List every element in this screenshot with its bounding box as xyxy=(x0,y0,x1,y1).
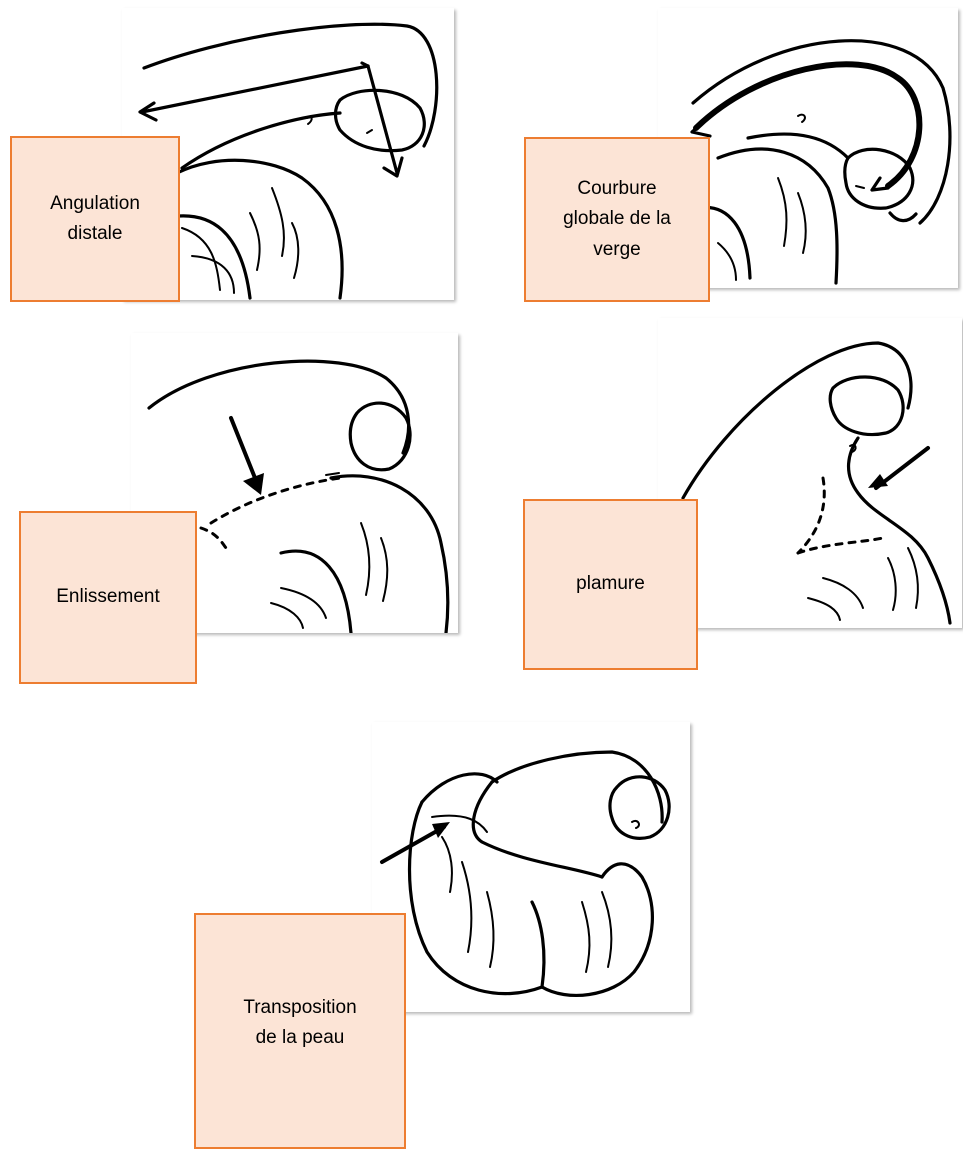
label-enlissement: Enlissement xyxy=(19,511,197,684)
label-plamure: plamure xyxy=(523,499,698,670)
label-plamure-text: plamure xyxy=(576,569,645,599)
label-transposition: Transposition de la peau xyxy=(194,913,406,1149)
plamure-drawing xyxy=(658,318,962,628)
label-angulation-distale: Angulation distale xyxy=(10,136,180,302)
illustration-plamure xyxy=(658,318,962,628)
label-transposition-text: Transposition de la peau xyxy=(243,993,356,1054)
transposition-drawing xyxy=(372,722,690,1012)
label-angulation-text: Angulation distale xyxy=(50,189,140,250)
illustration-transposition xyxy=(372,722,690,1012)
label-courbure-text: Courbure globale de la verge xyxy=(563,174,671,265)
label-enlissement-text: Enlissement xyxy=(56,582,160,612)
label-courbure-globale: Courbure globale de la verge xyxy=(524,137,710,302)
